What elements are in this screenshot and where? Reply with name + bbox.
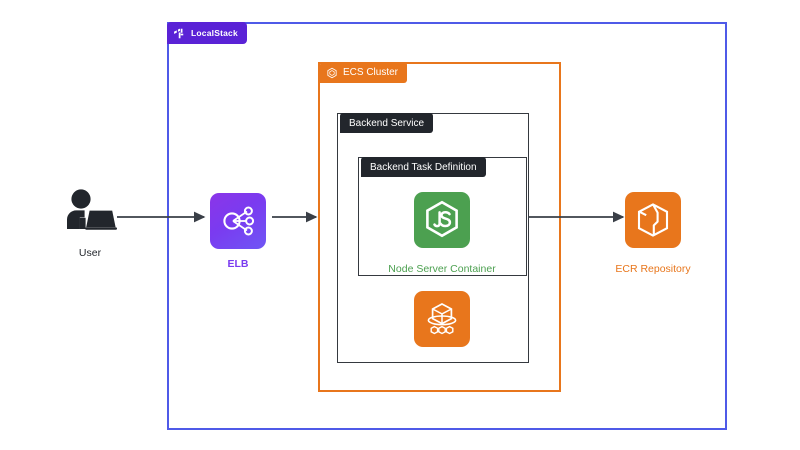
node-ecr-repository: ECR Repository xyxy=(615,192,691,275)
backend-task-definition-badge-label: Backend Task Definition xyxy=(370,161,477,173)
ecs-cluster-badge-label: ECS Cluster xyxy=(343,67,399,78)
node-user: User xyxy=(50,186,130,259)
backend-service-badge: Backend Service xyxy=(340,113,434,133)
nodejs-icon xyxy=(414,192,470,248)
ecs-hexagon-icon xyxy=(327,67,337,78)
localstack-badge: LocalStack xyxy=(167,22,247,44)
elastic-load-balancer-icon xyxy=(210,193,266,249)
ecs-cluster-boundary xyxy=(318,62,561,392)
backend-service-boundary xyxy=(337,113,529,363)
node-elb-label: ELB xyxy=(227,258,249,270)
user-at-laptop-icon xyxy=(59,186,121,238)
node-ecr-repository-label: ECR Repository xyxy=(615,263,691,275)
node-user-label: User xyxy=(78,247,102,259)
ecs-container-cube-icon xyxy=(414,291,470,347)
backend-task-definition-badge: Backend Task Definition xyxy=(361,157,486,177)
node-node-server-container: Node Server Container xyxy=(388,192,496,275)
localstack-logo-icon xyxy=(174,28,184,38)
node-elb: ELB xyxy=(209,193,267,270)
localstack-badge-label: LocalStack xyxy=(191,28,238,38)
localstack-boundary xyxy=(167,22,727,430)
ecr-cube-icon xyxy=(625,192,681,248)
node-ecs-container xyxy=(414,291,470,356)
ecs-cluster-badge: ECS Cluster xyxy=(320,62,408,83)
backend-service-badge-label: Backend Service xyxy=(349,117,425,129)
node-node-server-container-label: Node Server Container xyxy=(388,263,496,275)
